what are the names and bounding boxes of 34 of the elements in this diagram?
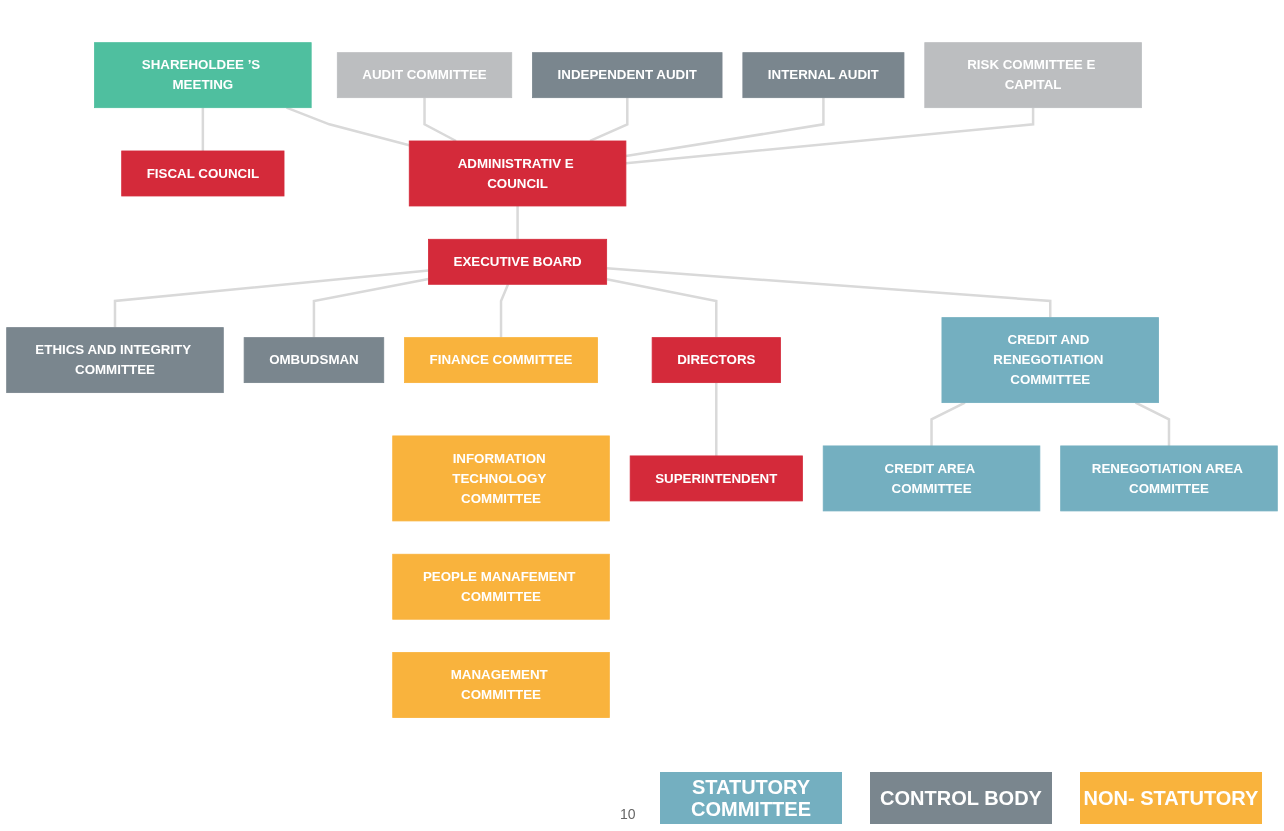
page-number: 10 <box>620 806 636 822</box>
node-box: INTERNAL AUDIT <box>742 52 905 98</box>
node-box: CREDIT AND RENEGOTIATION COMMITTEE <box>941 317 1159 403</box>
connector <box>286 106 410 147</box>
connector <box>499 283 510 338</box>
node-box: FISCAL COUNCIL <box>121 150 285 197</box>
legend-swatch: STATUTORY COMMITTEE <box>660 772 842 824</box>
node-box: FINANCE COMMITTEE <box>404 337 598 383</box>
legend-swatch: NON- STATUTORY <box>1080 772 1262 824</box>
node-box: RISK COMMITTEE E CAPITAL <box>924 42 1142 108</box>
connector <box>606 278 718 338</box>
connector <box>715 382 718 456</box>
node-box: ADMINISTRATIV E COUNCIL <box>408 140 627 207</box>
node-box: EXECUTIVE BOARD <box>428 238 608 285</box>
connector <box>606 267 1052 318</box>
node-box: DIRECTORS <box>651 337 781 383</box>
node-box: ETHICS AND INTEGRITY COMMITTEE <box>6 327 224 393</box>
node-box: RENEGOTIATION AREA COMMITTEE <box>1060 445 1278 512</box>
node-box: OMBUDSMAN <box>243 337 385 383</box>
node-box: INFORMATION TECHNOLOGY COMMITTEE <box>392 435 610 522</box>
node-box: PEOPLE MANAFEMENT COMMITTEE <box>392 553 610 620</box>
connector <box>625 107 1035 165</box>
connector <box>625 97 825 158</box>
legend-swatch: CONTROL BODY <box>870 772 1052 824</box>
connector <box>113 269 429 328</box>
connector <box>516 205 519 240</box>
node-box: SUPERINTENDENT <box>629 455 803 502</box>
node-box: AUDIT COMMITTEE <box>336 52 513 98</box>
node-box: INDEPENDENT AUDIT <box>532 52 723 98</box>
node-box: CREDIT AREA COMMITTEE <box>822 445 1041 512</box>
connector <box>312 277 429 338</box>
node-box: SHAREHOLDEE ’S MEETING <box>94 42 312 108</box>
connector <box>201 107 205 151</box>
node-box: MANAGEMENT COMMITTEE <box>392 652 610 718</box>
